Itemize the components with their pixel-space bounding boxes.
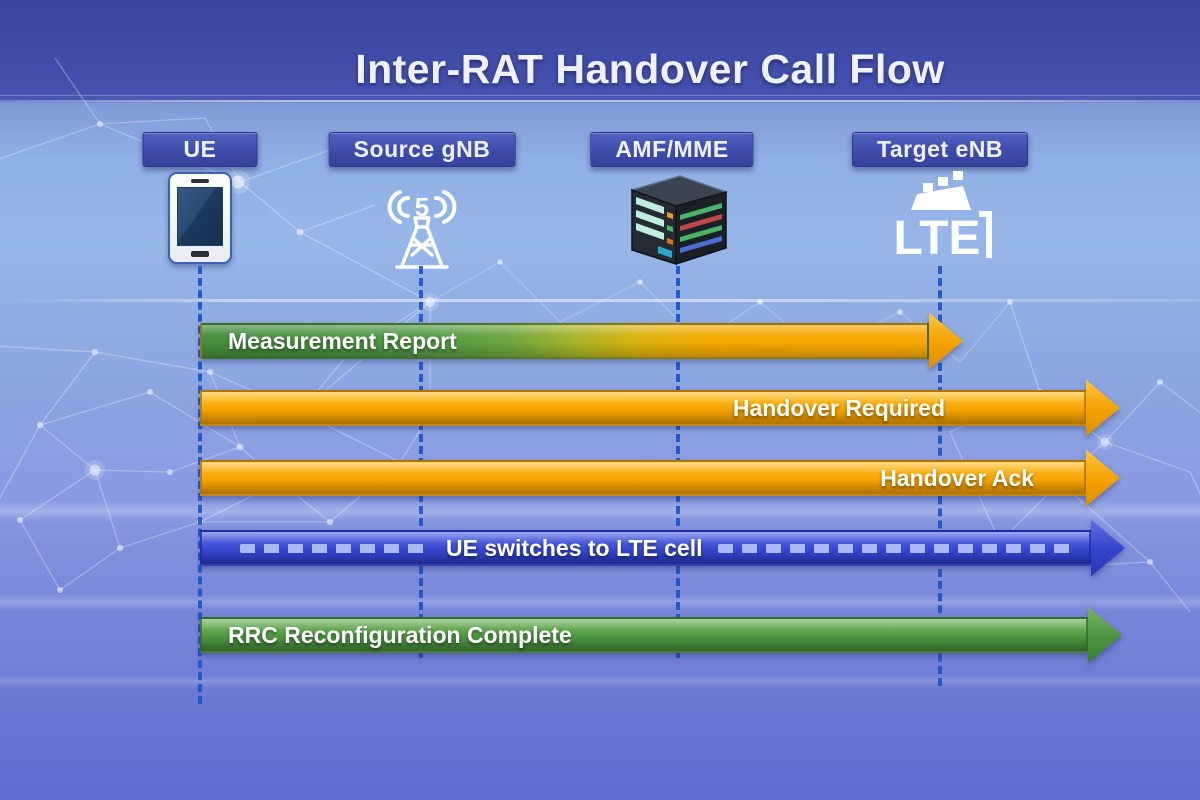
message-arrow-rrc-reconfiguration-complete: RRC Reconfiguration Complete <box>200 606 1122 664</box>
dashed-line-segment <box>240 543 430 553</box>
5g-tower-icon: 5 <box>367 166 477 275</box>
message-label: RRC Reconfiguration Complete <box>228 621 572 648</box>
title-divider <box>0 100 1200 102</box>
message-arrow-ue-switches: UE switches to LTE cell <box>200 519 1125 577</box>
message-label: Measurement Report <box>228 327 457 354</box>
message-label: Handover Ack <box>880 465 1034 491</box>
page-title: Inter-RAT Handover Call Flow <box>355 46 945 92</box>
smartphone-icon <box>168 172 232 264</box>
phone-home-button <box>191 251 209 257</box>
core-server-icon <box>614 170 734 273</box>
entity-label-ue: UE <box>142 132 258 167</box>
message-arrow-measurement-report: Measurement Report <box>200 312 963 370</box>
dashed-line-segment <box>718 543 1073 553</box>
entity-label-target-enb: Target eNB <box>852 132 1028 167</box>
message-arrow-handover-required: Handover Required <box>200 379 1120 437</box>
lte-text: LTE <box>893 212 980 265</box>
message-label: Handover Required <box>732 395 945 421</box>
message-label: UE switches to LTE cell <box>446 534 703 561</box>
tower-5-text: 5 <box>415 192 429 222</box>
entity-label-source-gnb: Source gNB <box>328 132 516 167</box>
title-divider-faint <box>0 95 1200 96</box>
entity-label-amf-mme: AMF/MME <box>590 132 754 167</box>
phone-speaker <box>191 179 209 183</box>
message-arrow-handover-ack: Handover Ack <box>200 449 1120 507</box>
phone-screen <box>177 187 223 246</box>
lte-site-icon: LTE <box>879 164 1003 271</box>
